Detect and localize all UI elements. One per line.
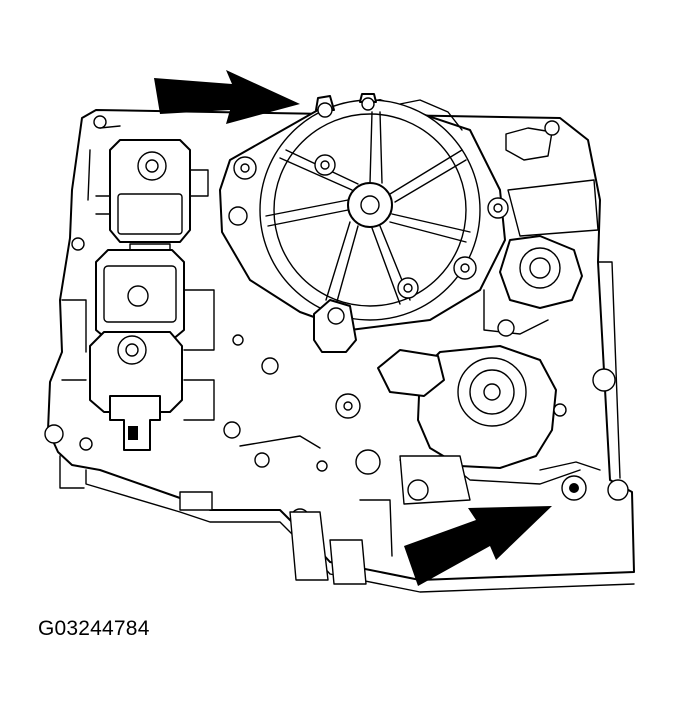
valve-body-illustration [44, 70, 635, 593]
bottom-fittings [59, 435, 393, 585]
upper-solenoid [95, 139, 209, 253]
right-actuator [483, 127, 599, 335]
pump-cover [219, 93, 509, 353]
lower-solenoid [61, 249, 215, 451]
lower-arrow [404, 506, 552, 586]
upper-arrow [154, 70, 300, 124]
lower-right-solenoid [377, 345, 601, 505]
bolt-holes [44, 115, 629, 528]
figure-id-label: G03244784 [38, 617, 150, 640]
